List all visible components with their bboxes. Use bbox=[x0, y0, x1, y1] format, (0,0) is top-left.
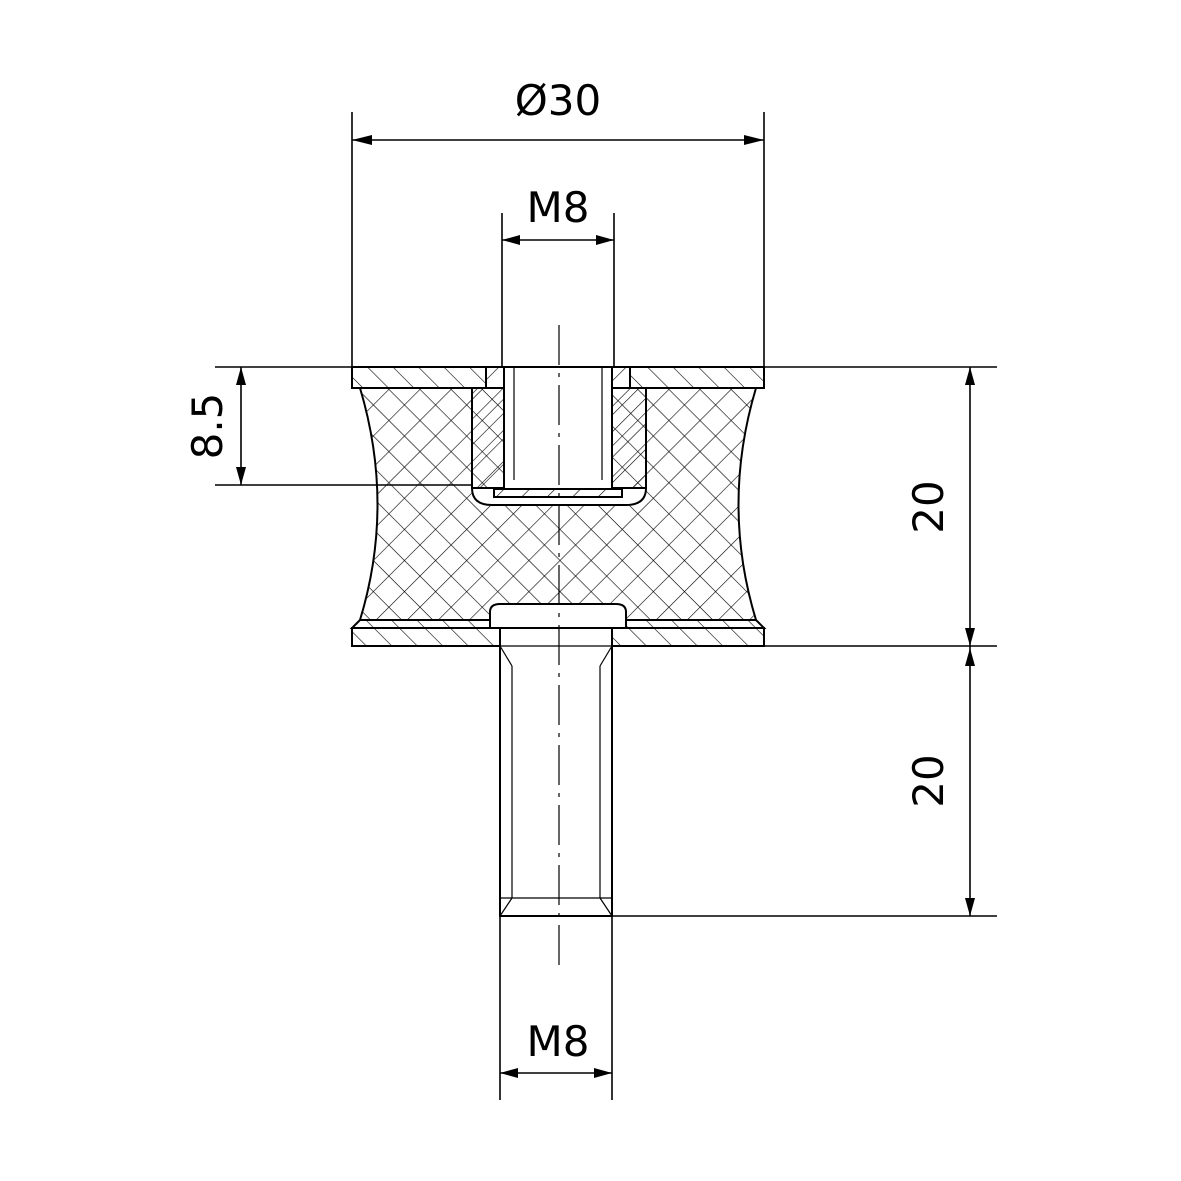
dim-top-thread-label: M8 bbox=[527, 183, 590, 232]
dim-outer-diameter: Ø30 bbox=[351, 76, 765, 367]
dim-stud-length-label: 20 bbox=[904, 754, 953, 807]
dim-outer-diameter-label: Ø30 bbox=[515, 76, 602, 125]
dim-body-height: 20 bbox=[764, 366, 997, 647]
dim-bottom-thread: M8 bbox=[499, 916, 613, 1100]
dim-bottom-thread-label: M8 bbox=[527, 1017, 590, 1066]
top-plate bbox=[351, 366, 765, 389]
dim-insert-depth-label: 8.5 bbox=[183, 393, 232, 460]
threaded-stud bbox=[499, 627, 613, 917]
dim-stud-length: 20 bbox=[612, 646, 997, 917]
stud-head bbox=[489, 603, 627, 629]
dim-body-height-label: 20 bbox=[904, 480, 953, 533]
dim-insert-depth: 8.5 bbox=[183, 366, 472, 486]
dim-top-thread: M8 bbox=[501, 183, 615, 367]
